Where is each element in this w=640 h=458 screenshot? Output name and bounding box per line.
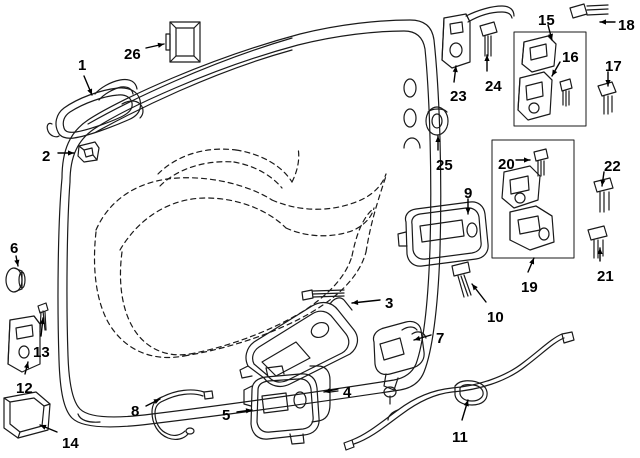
arrowhead-17 bbox=[605, 80, 611, 86]
callout-8: 8 bbox=[131, 403, 140, 420]
lower-bracket bbox=[7, 315, 41, 373]
upper-striker-group bbox=[513, 31, 587, 127]
bracket-screw bbox=[37, 302, 49, 333]
arrowhead-13 bbox=[39, 318, 45, 325]
callout-26: 26 bbox=[124, 46, 141, 63]
callout-14: 14 bbox=[62, 435, 79, 452]
callout-25: 25 bbox=[436, 157, 453, 174]
callout-3: 3 bbox=[385, 295, 394, 312]
access-cover-plate bbox=[3, 391, 51, 439]
lower-striker-group bbox=[491, 139, 575, 259]
arrowhead-14 bbox=[40, 424, 47, 430]
arrowhead-2 bbox=[68, 150, 74, 156]
callout-6: 6 bbox=[10, 240, 19, 257]
callout-7: 7 bbox=[436, 330, 445, 347]
arrowhead-5 bbox=[245, 408, 252, 414]
arrowhead-26 bbox=[157, 42, 164, 48]
check-arm bbox=[441, 5, 515, 69]
arrowhead-9 bbox=[465, 208, 471, 214]
arrowhead-7 bbox=[414, 335, 421, 341]
arrowhead-1 bbox=[87, 88, 93, 95]
callout-18: 18 bbox=[618, 17, 635, 34]
grommet bbox=[425, 106, 449, 136]
arrowhead-22 bbox=[600, 179, 606, 186]
callout-17: 17 bbox=[605, 58, 622, 75]
arrowhead-8 bbox=[153, 399, 160, 405]
arrowhead-11 bbox=[463, 400, 469, 407]
arrowhead-18 bbox=[600, 19, 606, 25]
callout-10: 10 bbox=[487, 309, 504, 326]
cable-assembly bbox=[151, 389, 214, 440]
callout-9: 9 bbox=[464, 185, 473, 202]
arrowhead-4 bbox=[324, 388, 331, 394]
callout-16: 16 bbox=[562, 49, 579, 66]
arrowhead-19 bbox=[529, 258, 535, 265]
callout-23: 23 bbox=[450, 88, 467, 105]
callout-2: 2 bbox=[42, 148, 51, 165]
callout-15: 15 bbox=[538, 12, 555, 29]
arrowhead-10 bbox=[472, 284, 478, 291]
callout-arrowheads bbox=[14, 19, 611, 430]
arrowhead-23 bbox=[452, 66, 458, 73]
callout-1: 1 bbox=[78, 57, 87, 74]
inside-handle-screw bbox=[301, 289, 345, 301]
arrowhead-25 bbox=[435, 136, 441, 142]
callout-22: 22 bbox=[604, 158, 621, 175]
callout-11: 11 bbox=[452, 429, 468, 446]
callout-leaders bbox=[15, 21, 616, 433]
bolt-upper bbox=[593, 177, 614, 213]
door-latch-assembly bbox=[243, 365, 320, 445]
callout-21: 21 bbox=[597, 268, 614, 285]
arrowhead-24 bbox=[484, 55, 490, 61]
release-cable bbox=[343, 331, 575, 451]
striker-screw bbox=[569, 3, 609, 19]
handle-bezel bbox=[397, 201, 489, 267]
lock-rod bbox=[309, 365, 339, 423]
callout-4: 4 bbox=[343, 384, 352, 401]
inside-handle-assembly bbox=[239, 297, 359, 388]
striker-bolt bbox=[597, 81, 617, 115]
door-panel-outline bbox=[57, 19, 442, 428]
callout-12: 12 bbox=[16, 380, 33, 397]
plug bbox=[5, 267, 26, 293]
outside-door-handle bbox=[46, 78, 144, 139]
lock-cylinder-housing bbox=[372, 320, 427, 405]
callout-13: 13 bbox=[33, 344, 50, 361]
check-arm-bolt bbox=[479, 21, 498, 57]
callout-5: 5 bbox=[222, 407, 231, 424]
arrowhead-6 bbox=[14, 259, 20, 266]
bolt-lower bbox=[587, 225, 608, 259]
arrowhead-12 bbox=[24, 362, 30, 369]
callout-19: 19 bbox=[521, 279, 538, 296]
arrowhead-20 bbox=[524, 157, 530, 163]
latch-module bbox=[165, 21, 201, 63]
callout-24: 24 bbox=[485, 78, 502, 95]
arrowhead-3 bbox=[352, 299, 359, 305]
bezel-screw bbox=[451, 261, 472, 298]
arrowhead-16 bbox=[552, 69, 558, 76]
callout-20: 20 bbox=[498, 156, 515, 173]
handle-clip bbox=[77, 141, 100, 163]
arrowhead-21 bbox=[597, 248, 603, 254]
arrowhead-15 bbox=[547, 33, 553, 40]
